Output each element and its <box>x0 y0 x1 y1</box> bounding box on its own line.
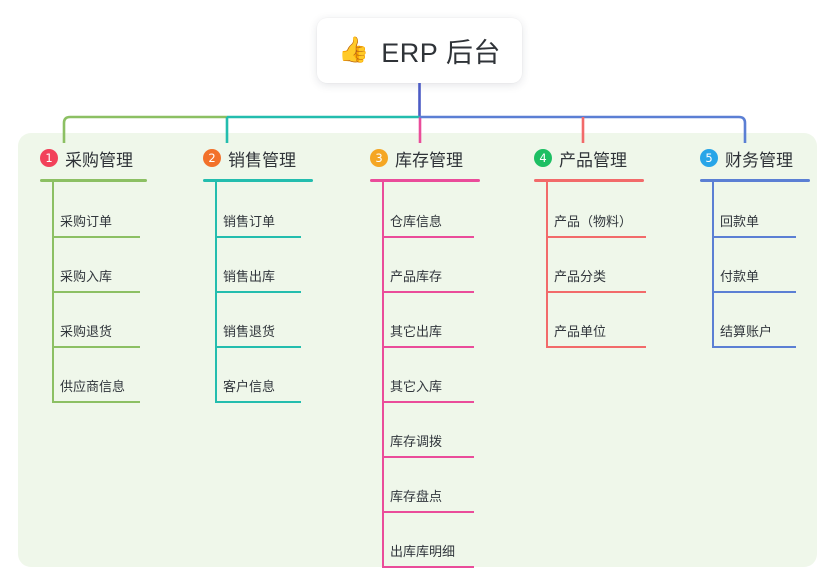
leaf-item[interactable]: 其它入库 <box>390 379 443 394</box>
branch-title: 采购管理 <box>65 150 133 170</box>
leaf-item-underline <box>215 291 301 293</box>
leaf-item[interactable]: 出库库明细 <box>390 544 456 559</box>
branch-column-4: 4 产品管理 <box>534 145 627 171</box>
branch-title: 库存管理 <box>395 150 463 170</box>
leaf-item-underline <box>546 236 646 238</box>
leaf-item-underline <box>382 236 474 238</box>
branch-spine <box>382 180 384 566</box>
leaf-item[interactable]: 销售退货 <box>223 324 276 339</box>
branch-header-underline <box>700 179 810 182</box>
branch-column-2: 2 销售管理 <box>203 145 296 171</box>
leaf-item-underline <box>546 346 646 348</box>
branch-number-badge: 1 <box>40 149 58 167</box>
connector-segment <box>62 115 227 143</box>
leaf-item-underline <box>215 236 301 238</box>
branch-header-underline <box>203 179 313 182</box>
leaf-item[interactable]: 产品单位 <box>554 324 607 339</box>
branch-header-4[interactable]: 4 产品管理 <box>534 145 627 171</box>
thumbs-up-icon: 👍 <box>338 36 370 64</box>
leaf-item-underline <box>382 346 474 348</box>
connector-segment <box>419 115 747 143</box>
leaf-item[interactable]: 采购退货 <box>60 324 113 339</box>
leaf-item[interactable]: 销售订单 <box>223 214 276 229</box>
branch-header-2[interactable]: 2 销售管理 <box>203 145 296 171</box>
branch-number-badge: 5 <box>700 149 718 167</box>
leaf-item-underline <box>382 566 474 568</box>
leaf-item-underline <box>546 291 646 293</box>
leaf-item-underline <box>215 401 301 403</box>
leaf-item-underline <box>712 291 796 293</box>
branch-column-3: 3 库存管理 <box>370 145 463 171</box>
leaf-item-underline <box>382 511 474 513</box>
leaf-item[interactable]: 采购订单 <box>60 214 113 229</box>
branch-number-badge: 4 <box>534 149 552 167</box>
branch-title: 财务管理 <box>725 150 793 170</box>
branch-spine <box>215 180 217 401</box>
leaf-item[interactable]: 产品（物料） <box>554 214 633 229</box>
leaf-item-underline <box>712 346 796 348</box>
branch-header-1[interactable]: 1 采购管理 <box>40 145 133 171</box>
leaf-item[interactable]: 库存盘点 <box>390 489 443 504</box>
leaf-item-underline <box>52 291 140 293</box>
leaf-item-underline <box>382 456 474 458</box>
branch-column-1: 1 采购管理 <box>40 145 133 171</box>
leaf-item[interactable]: 产品分类 <box>554 269 607 284</box>
leaf-item[interactable]: 客户信息 <box>223 379 276 394</box>
branch-header-5[interactable]: 5 财务管理 <box>700 145 793 171</box>
branch-number-badge: 3 <box>370 149 388 167</box>
branch-column-5: 5 财务管理 <box>700 145 793 171</box>
branch-header-underline <box>40 179 147 182</box>
leaf-item-underline <box>712 236 796 238</box>
leaf-item-underline <box>52 346 140 348</box>
branch-title: 销售管理 <box>228 150 296 170</box>
leaf-item[interactable]: 回款单 <box>720 214 760 229</box>
branches-panel <box>18 133 817 567</box>
leaf-item[interactable]: 采购入库 <box>60 269 113 284</box>
leaf-item[interactable]: 产品库存 <box>390 269 443 284</box>
leaf-item[interactable]: 销售出库 <box>223 269 276 284</box>
branch-spine <box>52 180 54 401</box>
leaf-item-underline <box>52 236 140 238</box>
root-node[interactable]: 👍 ERP 后台 <box>317 18 522 83</box>
branch-header-3[interactable]: 3 库存管理 <box>370 145 463 171</box>
leaf-item[interactable]: 其它出库 <box>390 324 443 339</box>
leaf-item-underline <box>382 401 474 403</box>
branch-number-badge: 2 <box>203 149 221 167</box>
root-node-title: ERP 后台 <box>381 38 501 68</box>
branch-header-underline <box>370 179 480 182</box>
leaf-item-underline <box>52 401 140 403</box>
leaf-item[interactable]: 仓库信息 <box>390 214 443 229</box>
branch-title: 产品管理 <box>559 150 627 170</box>
leaf-item-underline <box>215 346 301 348</box>
branch-header-underline <box>534 179 644 182</box>
leaf-item[interactable]: 库存调拨 <box>390 434 443 449</box>
leaf-item[interactable]: 结算账户 <box>720 324 773 339</box>
leaf-item[interactable]: 付款单 <box>720 269 760 284</box>
leaf-item[interactable]: 供应商信息 <box>60 379 126 394</box>
branch-spine <box>712 180 714 346</box>
leaf-item-underline <box>382 291 474 293</box>
branch-spine <box>546 180 548 346</box>
